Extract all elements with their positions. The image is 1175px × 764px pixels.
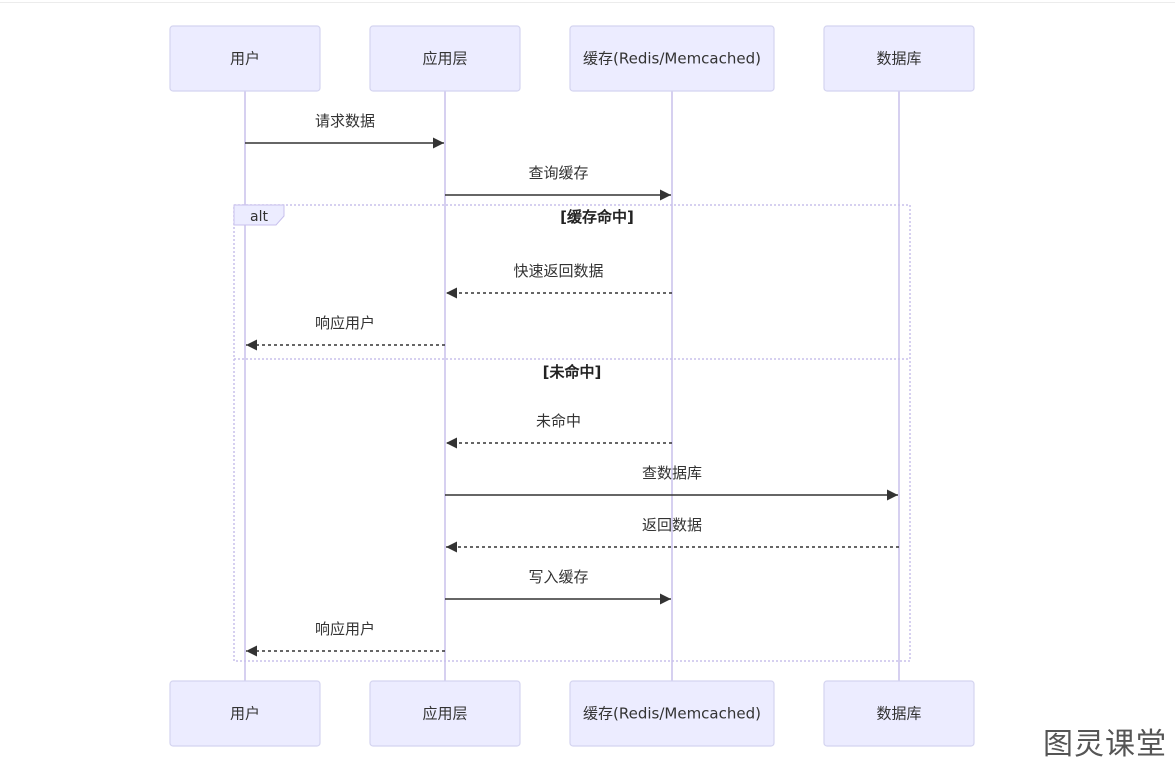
message-1: 请求数据 [245, 112, 444, 149]
actor-label: 数据库 [876, 50, 921, 68]
actor-label: 应用层 [422, 705, 467, 723]
alt-condition-miss: [未命中] [543, 363, 602, 381]
message-label: 响应用户 [315, 620, 375, 638]
actor-box [369, 680, 521, 747]
actor-bottom-cache: 缓存(Redis/Memcached) [569, 680, 775, 747]
message-4: 响应用户 [246, 314, 445, 351]
actor-box [569, 680, 775, 747]
alt-keyword-label: alt [250, 209, 268, 225]
actor-bottom-app: 应用层 [369, 680, 521, 747]
actor-box [569, 25, 775, 92]
watermark-text: 图灵课堂 [1043, 727, 1167, 762]
actors-top: 用户 应用层 缓存(Redis/Memcached) 数据库 [169, 25, 975, 92]
actor-label: 缓存(Redis/Memcached) [583, 50, 761, 68]
actor-box [369, 25, 521, 92]
message-6: 查数据库 [445, 464, 898, 501]
actor-top-app: 应用层 [369, 25, 521, 92]
actor-bottom-user: 用户 [169, 680, 321, 747]
lifelines [244, 91, 900, 681]
message-5: 未命中 [446, 412, 672, 449]
alt-frame: alt [缓存命中] [未命中] [233, 204, 911, 662]
actor-bottom-db: 数据库 [823, 680, 975, 747]
alt-condition-hit: [缓存命中] [560, 208, 634, 226]
top-border-line [0, 2, 1175, 3]
message-2: 查询缓存 [445, 164, 671, 201]
message-9: 响应用户 [246, 620, 445, 657]
actor-top-db: 数据库 [823, 25, 975, 92]
actor-label: 用户 [230, 705, 260, 723]
actor-top-cache: 缓存(Redis/Memcached) [569, 25, 775, 92]
actor-label: 应用层 [422, 50, 467, 68]
actor-label: 缓存(Redis/Memcached) [583, 705, 761, 723]
actor-box [169, 680, 321, 747]
message-label: 未命中 [536, 412, 581, 430]
actor-box [823, 25, 975, 92]
message-label: 请求数据 [315, 112, 375, 130]
actor-top-user: 用户 [169, 25, 321, 92]
message-8: 写入缓存 [445, 568, 671, 605]
actor-label: 用户 [230, 50, 260, 68]
message-label: 快速返回数据 [513, 262, 603, 280]
message-label: 查询缓存 [528, 164, 588, 182]
actor-label: 数据库 [876, 705, 921, 723]
actor-box [169, 25, 321, 92]
alt-keyword-tab [233, 204, 285, 226]
actors-bottom: 用户 应用层 缓存(Redis/Memcached) 数据库 [169, 680, 975, 747]
message-label: 响应用户 [315, 314, 375, 332]
message-label: 返回数据 [642, 516, 702, 534]
message-3: 快速返回数据 [446, 262, 672, 299]
alt-frame-border [233, 204, 911, 662]
message-7: 返回数据 [446, 516, 899, 553]
message-label: 写入缓存 [528, 568, 588, 586]
message-label: 查数据库 [642, 464, 702, 482]
actor-box [823, 680, 975, 747]
